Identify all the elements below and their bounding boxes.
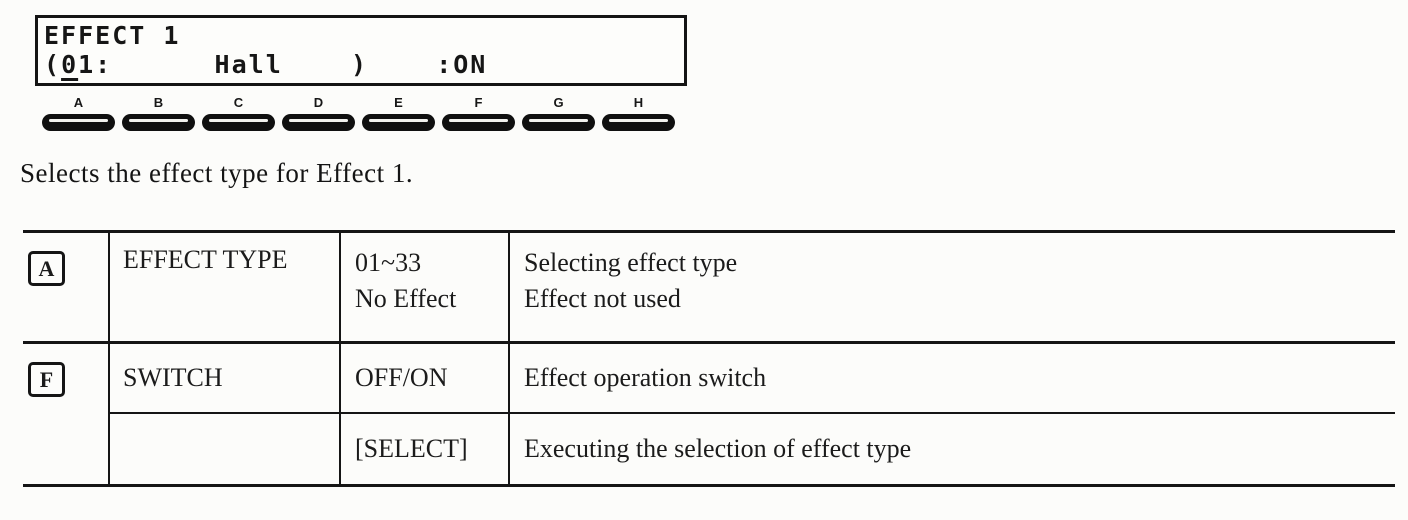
softkey-a: A <box>42 96 115 131</box>
lcd-cursor: 0 <box>61 50 79 79</box>
param-name-cell: EFFECT TYPE <box>108 233 339 341</box>
softkey-d-label: D <box>313 95 324 110</box>
lcd-line-2-rest: 1: Hall ) :ON <box>78 50 488 79</box>
softkey-f: F <box>442 96 515 131</box>
param-value-1: [SELECT] <box>355 434 468 463</box>
param-value-cell: 01~33 No Effect <box>339 233 508 341</box>
softkey-e: E <box>362 96 435 131</box>
param-name: EFFECT TYPE <box>123 245 288 274</box>
lcd-display: EFFECT 1 (01: Hall ) :ON <box>35 15 687 86</box>
softkey-g: G <box>522 96 595 131</box>
softkey-f-label: F <box>474 95 483 110</box>
softkey-row: A B C D E F G H <box>42 96 675 131</box>
param-desc-1: Selecting effect type <box>524 248 738 277</box>
softkey-g-button-icon <box>522 114 595 131</box>
parameter-table: A EFFECT TYPE 01~33 No Effect Selecting … <box>23 230 1395 487</box>
softkey-b-label: B <box>153 95 164 110</box>
softkey-d-button-icon <box>282 114 355 131</box>
param-value-2: No Effect <box>355 284 457 313</box>
softkey-b-button-icon <box>122 114 195 131</box>
param-name-cell: SWITCH <box>108 344 339 414</box>
param-value-1: 01~33 <box>355 248 422 277</box>
table-rowgroup-switch: F SWITCH OFF/ON Effect operation switch … <box>23 344 1395 484</box>
softkey-c: C <box>202 96 275 131</box>
param-value-cell: OFF/ON <box>339 344 508 414</box>
key-cell-f: F <box>23 344 108 484</box>
param-desc-1: Executing the selection of effect type <box>524 434 912 463</box>
param-desc-2: Effect not used <box>524 284 681 313</box>
softkey-d: D <box>282 96 355 131</box>
softkey-b: B <box>122 96 195 131</box>
softkey-e-button-icon <box>362 114 435 131</box>
lcd-line-2-prefix: ( <box>44 50 62 79</box>
lcd-line-2: (01: Hall ) :ON <box>44 50 684 79</box>
softkey-h-label: H <box>633 95 644 110</box>
softkey-h: H <box>602 96 675 131</box>
param-value-cell: [SELECT] <box>339 414 508 484</box>
softkey-c-label: C <box>233 95 244 110</box>
softkey-g-label: G <box>553 95 564 110</box>
caption: Selects the effect type for Effect 1. <box>20 158 414 188</box>
empty-cell <box>108 414 339 484</box>
param-desc-1: Effect operation switch <box>524 363 767 392</box>
softkey-c-button-icon <box>202 114 275 131</box>
param-value-1: OFF/ON <box>355 363 448 392</box>
lcd-line-1: EFFECT 1 <box>44 21 181 50</box>
softkey-e-label: E <box>394 95 403 110</box>
key-box-f: F <box>28 362 65 397</box>
param-desc-cell: Effect operation switch <box>508 344 1395 414</box>
softkey-a-button-icon <box>42 114 115 131</box>
key-box-a: A <box>28 251 65 286</box>
param-desc-cell: Selecting effect type Effect not used <box>508 233 1395 341</box>
key-cell-a: A <box>23 233 108 341</box>
softkey-f-button-icon <box>442 114 515 131</box>
softkey-h-button-icon <box>602 114 675 131</box>
table-row-effect-type: A EFFECT TYPE 01~33 No Effect Selecting … <box>23 233 1395 344</box>
param-desc-cell: Executing the selection of effect type <box>508 414 1395 484</box>
param-name: SWITCH <box>123 363 223 392</box>
softkey-a-label: A <box>73 95 84 110</box>
